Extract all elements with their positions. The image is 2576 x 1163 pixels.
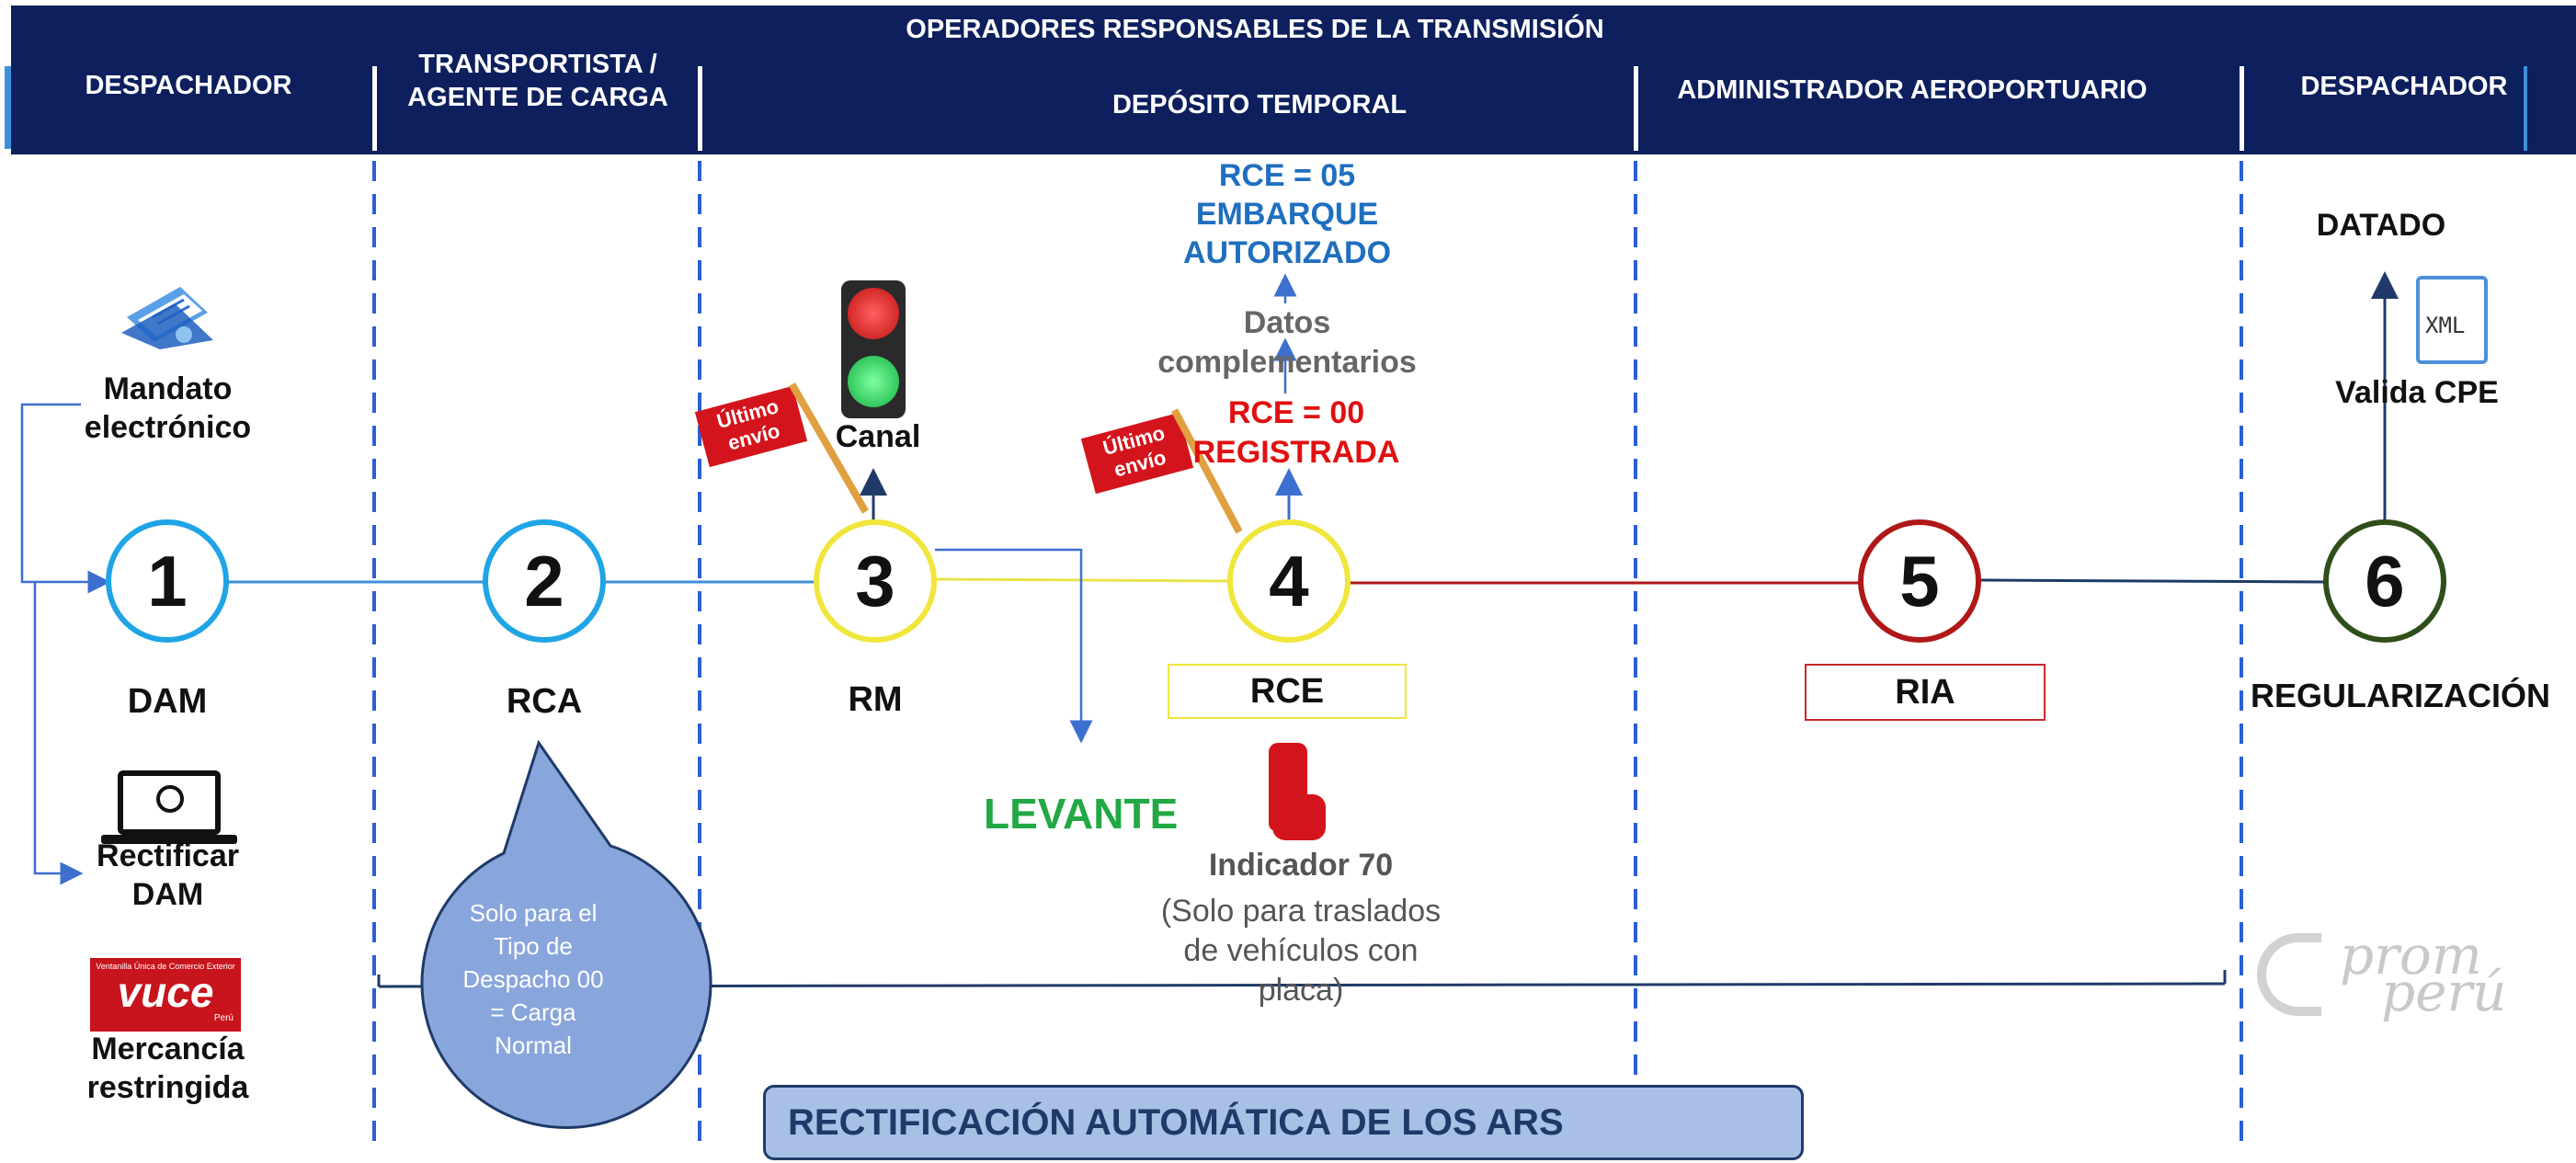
laptop-base — [101, 835, 237, 844]
header-separator — [2524, 66, 2527, 151]
callout-line2: Tipo de — [494, 932, 573, 960]
pointing-hand-palm — [1272, 794, 1326, 840]
rce05-line1: RCE = 05 — [1218, 158, 1356, 193]
datos-line2: complementarios — [1157, 345, 1417, 380]
callout-line1: Solo para el — [469, 899, 598, 927]
step-circle-5[interactable]: 5 — [1858, 519, 1981, 643]
header-separator — [1634, 66, 1638, 151]
rca-callout-text: Solo para el Tipo de Despacho 00 = Carga… — [418, 896, 648, 1062]
step-circle-4[interactable]: 4 — [1227, 519, 1351, 643]
callout-line4: = Carga — [490, 998, 576, 1026]
rce00-line2: REGISTRADA — [1192, 435, 1400, 470]
canal-label: Canal — [835, 419, 921, 454]
header-title: OPERADORES RESPONSABLES DE LA TRANSMISIÓ… — [906, 15, 1604, 44]
vuce-logo-sub: Perú — [213, 1013, 234, 1023]
levante-label: LEVANTE — [984, 790, 1179, 838]
rce00-label: RCE = 00 REGISTRADA — [1158, 393, 1434, 473]
indicador-70-note: (Solo para traslados de vehículos con pl… — [1131, 892, 1471, 1010]
laptop-icon — [118, 770, 221, 835]
rectificar-line1: Rectificar — [97, 838, 239, 873]
rectificar-line2: DAM — [131, 877, 204, 912]
traffic-light-icon — [841, 280, 906, 418]
header-administrador: ADMINISTRADOR AEROPORTUARIO — [1677, 75, 2148, 105]
header-transportista: TRANSPORTISTA / AGENTE DE CARGA — [377, 48, 699, 115]
step-circle-1[interactable]: 1 — [106, 519, 229, 643]
rce05-label: RCE = 05 EMBARQUE AUTORIZADO — [1140, 156, 1434, 272]
header-separator — [2240, 66, 2244, 151]
callout-line5: Normal — [495, 1032, 572, 1059]
step-label-dam: DAM — [127, 682, 208, 721]
header-transportista-line1: TRANSPORTISTA / — [418, 50, 657, 79]
step-label-rce: RCE — [1168, 664, 1407, 719]
step-label-rca: RCA — [506, 682, 583, 721]
vuce-logo-top: Ventanilla Única de Comercio Exterior — [96, 962, 235, 971]
step-label-ria: RIA — [1805, 664, 2046, 721]
levante-arrow — [935, 548, 1093, 744]
mandato-arrow — [20, 403, 111, 594]
rectificar-dam-label: Rectificar DAM — [55, 837, 280, 914]
bottom-banner-rectificacion[interactable]: RECTIFICACIÓN AUTOMÁTICA DE LOS ARS — [763, 1085, 1804, 1160]
flow-line-3-4 — [934, 577, 1231, 583]
header-accent — [5, 66, 11, 149]
datado-label: DATADO — [2316, 208, 2446, 243]
vuce-logo: Ventanilla Única de Comercio Exterior vu… — [90, 958, 241, 1032]
step-circle-2[interactable]: 2 — [483, 519, 606, 643]
restringida-line1: Mercancía — [91, 1032, 245, 1066]
xml-file-icon: XML — [2416, 276, 2488, 364]
header-separator — [372, 66, 377, 151]
header-deposito-temporal: DEPÓSITO TEMPORAL — [1111, 90, 1408, 120]
header-despachador-right: DESPACHADOR — [2300, 72, 2508, 101]
header-bar — [11, 6, 2576, 154]
mandato-label: Mandato electrónico — [55, 370, 280, 447]
promperu-line2: perú — [2381, 961, 2507, 1023]
flow-line-5-6 — [1979, 578, 2327, 584]
indicador-line2: de vehículos con — [1183, 933, 1419, 968]
mandato-line2: electrónico — [84, 410, 252, 445]
callout-line3: Despacho 00 — [462, 965, 604, 993]
promperu-logo: prom perú — [2257, 924, 2524, 1025]
mandato-line1: Mandato — [103, 371, 233, 406]
xml-file-text: XML — [2425, 313, 2466, 338]
indicador-70-title: Indicador 70 — [1208, 848, 1394, 883]
restringida-line2: restringida — [86, 1070, 249, 1105]
valida-cpe-label: Valida CPE — [2335, 375, 2499, 410]
rce00-line1: RCE = 00 — [1227, 395, 1365, 430]
header-transportista-line2: AGENTE DE CARGA — [407, 83, 668, 113]
rectificar-arrow — [33, 582, 84, 885]
datos-complementarios-label: Datos complementarios — [1131, 303, 1443, 382]
header-despachador-left: DESPACHADOR — [85, 71, 292, 100]
rca-callout-bubble — [420, 739, 712, 1129]
rce05-line3: AUTORIZADO — [1182, 235, 1392, 270]
vuce-logo-main: vuce — [117, 968, 214, 1016]
step-circle-6[interactable]: 6 — [2323, 519, 2446, 643]
step-label-rm: RM — [848, 680, 903, 719]
mercancia-restringida-label: Mercancía restringida — [55, 1030, 280, 1107]
indicador-line3: placa) — [1258, 973, 1344, 1008]
step-circle-3[interactable]: 3 — [814, 519, 937, 643]
step-label-regularizacion: REGULARIZACIÓN — [2251, 677, 2550, 714]
header-separator — [698, 66, 702, 151]
promperu-line1: prom — [2340, 924, 2482, 986]
rce05-line2: EMBARQUE — [1195, 197, 1379, 232]
datos-line1: Datos — [1243, 305, 1331, 340]
indicador-line1: (Solo para traslados — [1160, 894, 1442, 929]
